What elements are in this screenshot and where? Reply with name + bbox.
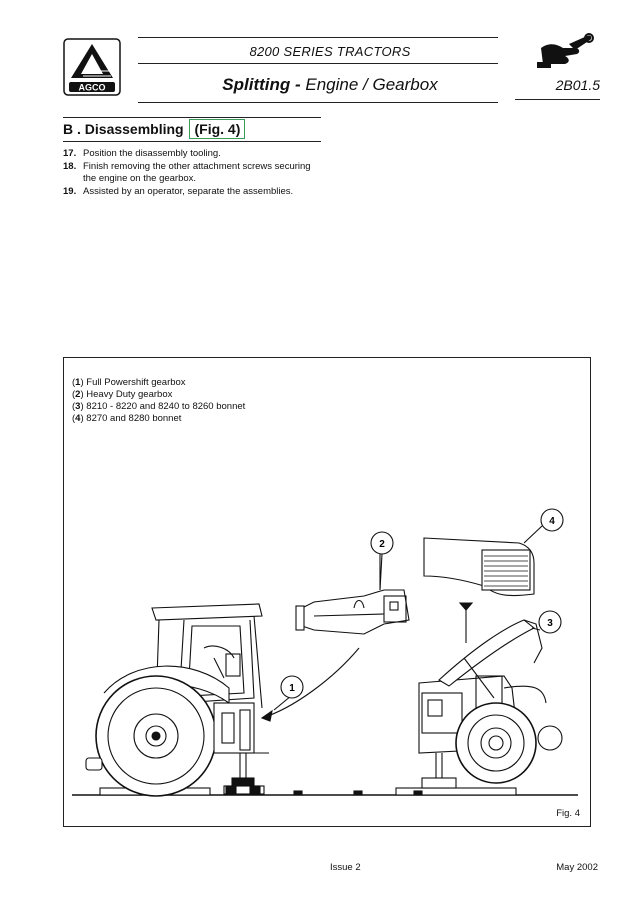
legend-item-1: (1) Full Powershift gearbox [72, 377, 186, 388]
page-title: Splitting - Engine / Gearbox [160, 75, 500, 95]
svg-text:3: 3 [547, 618, 553, 629]
logo-text: AGCO [79, 83, 106, 93]
title-separator: - [290, 75, 306, 94]
issue-number: Issue 2 [330, 862, 361, 873]
step-number: 17. [63, 148, 77, 159]
step-19: 19. Assisted by an operator, separate the… [63, 186, 323, 198]
step-17: 17. Position the disassembly tooling. [63, 148, 323, 160]
tractor-splitting-illustration: 1 2 3 4 [72, 508, 578, 797]
step-number: 19. [63, 186, 77, 197]
figure-frame [63, 357, 591, 827]
step-18: 18. Finish removing the other attachment … [63, 161, 323, 185]
callout-1: 1 [280, 675, 304, 699]
section-title: B . Disassembling [63, 121, 184, 137]
section-heading: B . Disassembling (Fig. 4) [63, 119, 246, 139]
legend-item-2: (2) Heavy Duty gearbox [72, 389, 173, 400]
svg-text:4: 4 [549, 516, 555, 527]
figure-reference[interactable]: (Fig. 4) [189, 119, 246, 139]
figure-label: Fig. 4 [556, 808, 580, 819]
step-text: Position the disassembly tooling. [83, 148, 221, 159]
document-code: 2B01.5 [555, 77, 600, 93]
step-number: 18. [63, 161, 77, 172]
title-rest: Engine / Gearbox [305, 75, 438, 94]
hand-wrench-icon [535, 32, 595, 70]
legend-item-4: (4) 8270 and 8280 bonnet [72, 413, 182, 424]
step-text: Finish removing the other attachment scr… [83, 161, 311, 184]
callout-2: 2 [370, 531, 394, 555]
svg-text:2: 2 [379, 539, 385, 550]
svg-text:1: 1 [289, 683, 295, 694]
agco-logo: AGCO [63, 38, 121, 96]
step-text: Assisted by an operator, separate the as… [83, 186, 294, 197]
issue-date: May 2002 [556, 862, 598, 873]
legend-item-3: (3) 8210 - 8220 and 8240 to 8260 bonnet [72, 401, 246, 412]
callout-3: 3 [538, 610, 562, 634]
series-title: 8200 SERIES TRACTORS [249, 44, 411, 59]
title-bold: Splitting [222, 75, 291, 94]
callout-4: 4 [540, 508, 564, 532]
